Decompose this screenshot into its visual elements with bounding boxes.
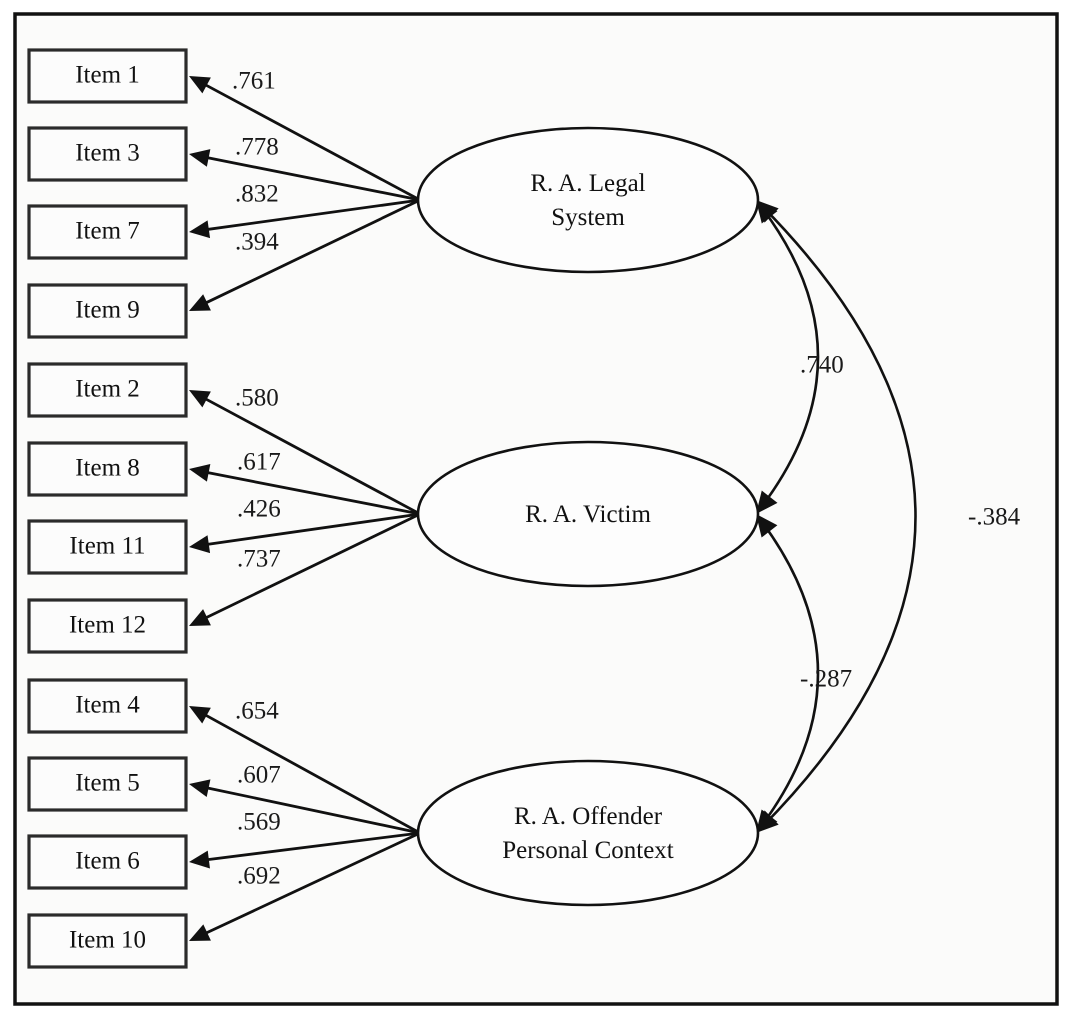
- loading-arrowhead: [189, 149, 211, 167]
- loading-coefficient-label: .654: [235, 698, 279, 725]
- loading-path: [204, 512, 421, 547]
- loading-arrowhead: [189, 463, 211, 482]
- indicator-boxes-layer: Item 1 Item 3 Item 7 Item 9 Item 2 Item 8 Item…: [27, 48, 188, 969]
- indicator-box[interactable]: Item 2: [27, 362, 188, 418]
- correlation-arcs-layer: [754, 199, 917, 834]
- indicator-label: Item 3: [75, 140, 140, 167]
- indicator-box[interactable]: Item 7: [27, 204, 188, 260]
- indicator-box-rect[interactable]: [27, 519, 188, 575]
- loading-arrowhead: [189, 706, 211, 724]
- indicator-box[interactable]: Item 10: [27, 913, 188, 969]
- indicator-box[interactable]: Item 3: [27, 126, 188, 182]
- latent-ellipse[interactable]: [416, 759, 760, 907]
- loading-path: [204, 831, 421, 862]
- indicator-box[interactable]: Item 9: [27, 283, 188, 339]
- indicator-label: Item 12: [69, 612, 146, 639]
- victim-offender-arc: [754, 513, 820, 834]
- indicator-box-rect[interactable]: [27, 283, 188, 339]
- indicator-box-rect[interactable]: [27, 913, 188, 969]
- loading-coefficient-label: .580: [235, 385, 279, 412]
- indicator-label: Item 10: [69, 927, 146, 954]
- legal-victim-arrowhead-end: [756, 490, 778, 514]
- indicator-box[interactable]: Item 6: [27, 834, 188, 890]
- indicator-label: Item 11: [69, 533, 145, 560]
- indicator-box[interactable]: Item 5: [27, 756, 188, 812]
- loading-arrowhead: [189, 76, 211, 94]
- indicator-box-rect[interactable]: [27, 756, 188, 812]
- indicator-box[interactable]: Item 12: [27, 598, 188, 654]
- loading-path: [202, 396, 421, 516]
- loading-arrowhead: [189, 220, 211, 239]
- indicator-box-rect[interactable]: [27, 48, 188, 104]
- latent-variable-victim[interactable]: R. A. Victim: [416, 440, 760, 588]
- legal-victim-arc: [754, 199, 820, 515]
- loading-path: [202, 512, 421, 621]
- loading-arrowhead: [189, 294, 211, 311]
- loading-path: [202, 198, 421, 306]
- loading-arrowhead: [189, 850, 210, 869]
- loading-coefficient-label: .832: [235, 181, 279, 208]
- latent-label-line: R. A. Offender: [514, 803, 663, 830]
- loading-coefficient-label: .607: [237, 762, 281, 789]
- indicator-label: Item 1: [75, 62, 140, 89]
- loading-coefficient-label: .737: [237, 546, 281, 573]
- loading-path: [202, 82, 421, 202]
- correlation-coefficient-label: -.384: [968, 504, 1021, 531]
- indicator-box-rect[interactable]: [27, 441, 188, 497]
- loading-arrowhead: [189, 779, 211, 797]
- loading-coefficient-label: .617: [237, 449, 281, 476]
- indicator-box[interactable]: Item 1: [27, 48, 188, 104]
- indicator-box-rect[interactable]: [27, 598, 188, 654]
- legal-offender-arrowhead-start: [756, 200, 779, 223]
- indicator-box[interactable]: Item 11: [27, 519, 188, 575]
- loading-paths-layer: [189, 76, 421, 941]
- latent-label-line: Personal Context: [502, 837, 674, 864]
- victim-offender-arrowhead-start: [756, 514, 778, 538]
- latent-ellipse[interactable]: [416, 126, 760, 274]
- loading-path: [204, 470, 421, 516]
- legal-offender-arrowhead-end: [756, 810, 779, 833]
- indicator-box-rect[interactable]: [27, 834, 188, 890]
- loading-path: [202, 712, 421, 835]
- correlation-coefficient-label: -.287: [800, 666, 852, 693]
- indicator-label: Item 7: [75, 218, 140, 245]
- loading-coefficient-label: .569: [237, 809, 281, 836]
- loading-coefficient-label: .778: [235, 134, 279, 161]
- latent-ellipse[interactable]: [416, 440, 760, 588]
- indicator-box-rect[interactable]: [27, 362, 188, 418]
- loading-arrowhead: [189, 535, 211, 554]
- loading-path: [202, 831, 421, 936]
- latent-label-line: System: [551, 204, 625, 231]
- indicator-box-rect[interactable]: [27, 204, 188, 260]
- coefficient-labels-layer: .761 .778 .832 .394 .580 .617 .426 .737 .654 .607…: [232, 68, 1021, 890]
- loading-arrowhead: [189, 924, 211, 941]
- loading-arrowhead: [189, 609, 211, 626]
- loading-coefficient-label: .761: [232, 68, 276, 95]
- loading-arrowhead: [189, 390, 211, 408]
- loading-path: [204, 198, 421, 232]
- indicator-box[interactable]: Item 8: [27, 441, 188, 497]
- indicator-box[interactable]: Item 4: [27, 678, 188, 734]
- loading-coefficient-label: .394: [235, 229, 279, 256]
- latent-label-line: R. A. Victim: [525, 501, 651, 528]
- correlation-coefficient-label: .740: [800, 352, 844, 379]
- indicator-box-rect[interactable]: [27, 126, 188, 182]
- indicator-label: Item 8: [75, 455, 140, 482]
- indicator-label: Item 2: [75, 376, 140, 403]
- indicator-label: Item 9: [75, 297, 140, 324]
- indicator-label: Item 6: [75, 848, 140, 875]
- loading-coefficient-label: .692: [237, 863, 281, 890]
- indicator-label: Item 5: [75, 770, 140, 797]
- indicator-label: Item 4: [75, 692, 140, 719]
- loading-path: [204, 155, 421, 202]
- loading-path: [204, 785, 421, 835]
- legal-offender-arc: [755, 199, 917, 834]
- indicator-box-rect[interactable]: [27, 678, 188, 734]
- loading-coefficient-label: .426: [237, 496, 281, 523]
- latent-label-line: R. A. Legal: [530, 170, 645, 197]
